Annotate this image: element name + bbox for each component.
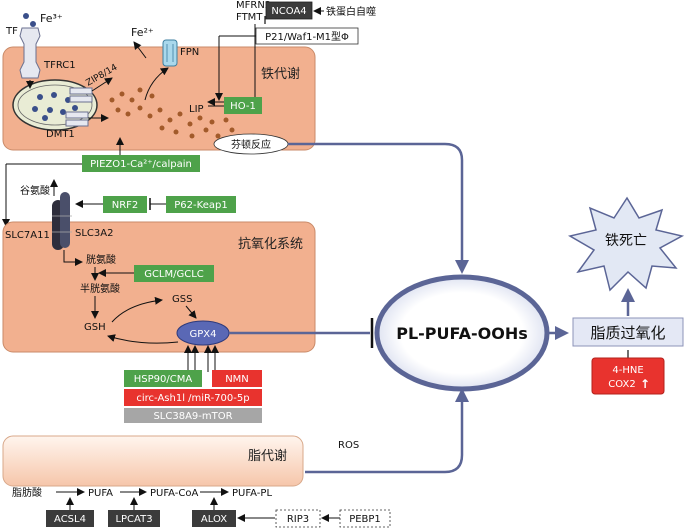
oohs-text: PL-PUFA-OOHs bbox=[396, 324, 528, 343]
hsp90-text: HSP90/CMA bbox=[134, 374, 193, 385]
fe3-label: Fe³⁺ bbox=[40, 12, 63, 25]
endosome-inner bbox=[17, 84, 93, 126]
piezo-text: PIEZO1-Ca²⁺/calpain bbox=[90, 159, 192, 170]
antiox-region-title: 抗氧化系统 bbox=[238, 237, 303, 252]
ho1-box bbox=[224, 97, 262, 114]
nrf2-box bbox=[103, 196, 147, 213]
p62-text: P62-Keap1 bbox=[174, 200, 227, 211]
acsl4-text: ACSL4 bbox=[54, 514, 86, 525]
fa-label: 脂肪酸 bbox=[12, 486, 42, 499]
rip3-box bbox=[275, 509, 321, 528]
lipid-region bbox=[2, 435, 304, 487]
fe3-dots bbox=[23, 13, 36, 27]
cystine-label: 胱氨酸 bbox=[86, 253, 116, 266]
hsp90-box bbox=[124, 370, 202, 387]
cysteine-label: 半胱氨酸 bbox=[80, 282, 120, 295]
p62-box bbox=[166, 196, 236, 213]
gclm-text: GCLM/GCLC bbox=[144, 269, 204, 280]
cox2-text: COX2 bbox=[608, 379, 635, 390]
zip-arrow bbox=[91, 77, 113, 92]
dmt1-label: DMT1 bbox=[46, 129, 75, 140]
gpx4-to-gsh-curve bbox=[107, 334, 179, 344]
tfrc1-label: TFRC1 bbox=[43, 60, 76, 71]
ferroptosis-burst bbox=[567, 196, 685, 292]
ros-label: ROS bbox=[338, 440, 359, 451]
lipid-perox-box bbox=[572, 317, 684, 347]
slc7a11-label: SLC7A11 bbox=[5, 230, 50, 241]
ncoa4-box bbox=[265, 1, 313, 20]
lipid-region-title: 脂代谢 bbox=[248, 448, 287, 464]
nmn-text: NMN bbox=[225, 374, 249, 385]
fenton-text: 芬顿反应 bbox=[231, 138, 271, 151]
pufacoa-label: PUFA-CoA bbox=[150, 488, 199, 499]
fpn-export-arrow bbox=[144, 67, 169, 101]
gss-label: GSS bbox=[172, 294, 192, 305]
pebp1-text: PEBP1 bbox=[349, 514, 381, 525]
antiox-region bbox=[2, 221, 316, 353]
fe2-label: Fe²⁺ bbox=[131, 26, 154, 39]
piezo-box bbox=[82, 155, 200, 172]
acsl4-box bbox=[46, 510, 94, 527]
lipid-to-oohs-arrow bbox=[305, 388, 469, 474]
slc-inward-arrow bbox=[63, 250, 83, 266]
slc3a2-label: SLC3A2 bbox=[75, 228, 113, 239]
pebp1-box bbox=[339, 509, 391, 528]
hne-text: 4-HNE bbox=[612, 365, 643, 376]
gpx4-text: GPX4 bbox=[190, 329, 217, 340]
gclm-box bbox=[134, 265, 214, 282]
iron-region-title: 铁代谢 bbox=[261, 66, 300, 82]
circ-text: circ-Ash1l /miR-700-5p bbox=[136, 393, 249, 404]
p21-text: P21/Waf1-M1型Φ bbox=[265, 30, 349, 43]
gss-to-gpx4-arrow bbox=[185, 305, 197, 319]
pufapl-label: PUFA-PL bbox=[232, 488, 272, 499]
autophagy-label: 铁蛋白自噬 bbox=[326, 5, 376, 18]
up-arrow-icon: ↑ bbox=[640, 377, 650, 391]
slc-transporter-icon bbox=[52, 192, 72, 250]
lpcat3-text: LPCAT3 bbox=[115, 514, 152, 525]
alox-box bbox=[192, 510, 236, 527]
dmt1-channel-icon bbox=[65, 111, 89, 119]
gss-curve bbox=[111, 296, 163, 323]
ftmt-label: FTMT bbox=[236, 12, 263, 23]
pufa-label: PUFA bbox=[88, 488, 113, 499]
nmn-box bbox=[212, 370, 262, 387]
fpn-channel-icon bbox=[162, 39, 178, 67]
slc38-box bbox=[124, 408, 262, 423]
fpn-label: FPN bbox=[180, 47, 199, 58]
alox-text: ALOX bbox=[201, 514, 227, 525]
lip-iron-dots bbox=[109, 87, 235, 139]
mfrn2-label: MFRN2 bbox=[236, 0, 271, 11]
oohs-node bbox=[374, 274, 550, 392]
fe2-arrow bbox=[133, 41, 147, 59]
ferroptosis-text: 铁死亡 bbox=[605, 233, 647, 249]
lipid-perox-text: 脂质过氧化 bbox=[590, 324, 665, 342]
circ-box bbox=[124, 389, 262, 406]
hne-cox2-box bbox=[591, 357, 665, 395]
fenton-to-oohs-arrow bbox=[288, 142, 469, 274]
nrf2-text: NRF2 bbox=[112, 200, 139, 211]
lpcat3-box bbox=[108, 510, 160, 527]
ncoa4-text: NCOA4 bbox=[271, 6, 306, 17]
tf-label: TF bbox=[5, 26, 18, 37]
rip3-text: RIP3 bbox=[287, 514, 309, 525]
glu-label: 谷氨酸 bbox=[20, 184, 50, 197]
endosome-iron-dots bbox=[32, 92, 78, 121]
tfrc1-receptor-icon bbox=[19, 27, 41, 79]
slc38-text: SLC38A9-mTOR bbox=[153, 411, 232, 422]
ho1-text: HO-1 bbox=[230, 101, 256, 112]
gsh-label: GSH bbox=[84, 322, 106, 333]
lip-label: LIP bbox=[189, 104, 204, 115]
